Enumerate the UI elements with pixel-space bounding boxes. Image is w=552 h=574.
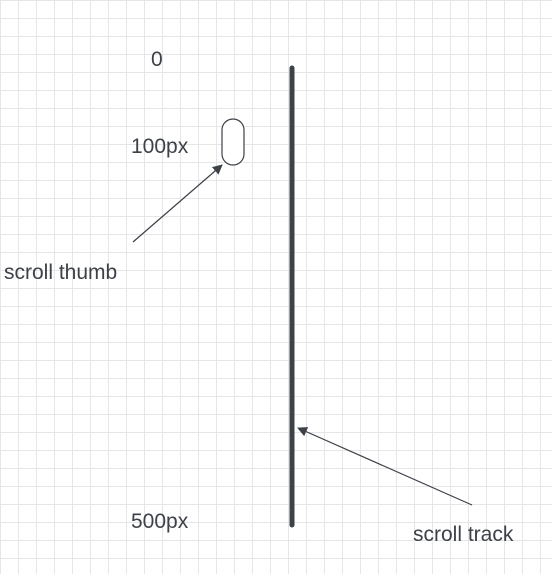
label-100px: 100px [131, 135, 189, 158]
label-500px: 500px [131, 510, 189, 533]
scroll-track-arrow [297, 427, 473, 506]
scroll-thumb-label: scroll thumb [4, 261, 118, 284]
label-zero: 0 [151, 48, 163, 71]
scroll-thumb-pill [221, 118, 245, 166]
scroll-thumb-arrow [132, 164, 223, 243]
scroll-track-label: scroll track [413, 523, 514, 546]
